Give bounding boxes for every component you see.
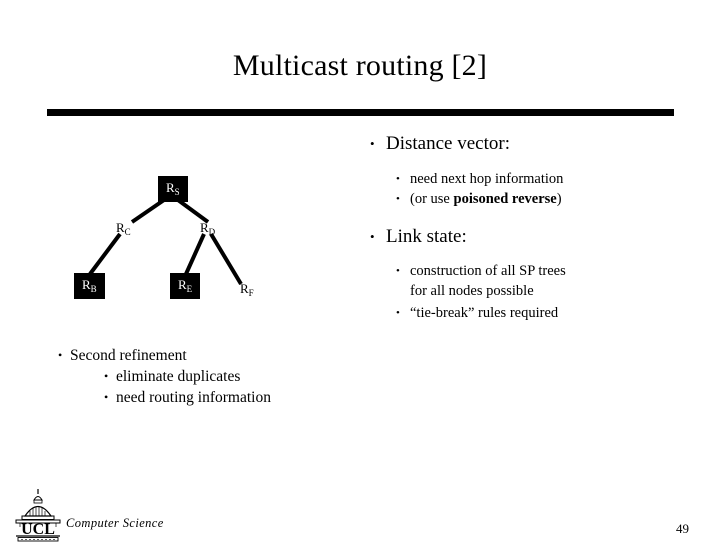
- sub-bullet-sp-trees-line2: for all nodes possible: [410, 283, 534, 299]
- sub-bullet-text-before: (or use: [410, 191, 454, 207]
- tree-node-rs-label: R: [166, 180, 175, 195]
- bullet-link-state-label: Link state:: [386, 226, 467, 247]
- ucl-dome-logo-icon: UCL: [12, 487, 64, 543]
- bullet-glyph: •: [104, 369, 109, 383]
- bullet-glyph: •: [396, 173, 400, 185]
- tree-edge-rd-re: [184, 233, 206, 275]
- sub-bullet-eliminate-duplicates-label: eliminate duplicates: [116, 368, 241, 385]
- tree-edges-svg: [88, 198, 243, 286]
- sub-bullet-text-after: ): [556, 191, 562, 207]
- sub-bullet-need-next-hop: • need next hop information: [356, 169, 563, 189]
- tree-node-rc[interactable]: RC: [116, 220, 131, 238]
- tree-node-rd[interactable]: RD: [200, 220, 216, 238]
- bullet-distance-vector: • Distance vector:: [356, 131, 510, 156]
- sub-bullet-sp-trees-line1: construction of all SP trees: [410, 263, 566, 279]
- tree-node-re-subscript: E: [186, 284, 193, 294]
- sub-bullet-eliminate-duplicates: • eliminate duplicates: [58, 366, 358, 387]
- bullet-second-refinement-label: Second refinement: [70, 347, 187, 364]
- bullet-glyph: •: [58, 348, 63, 362]
- sub-bullet-need-next-hop-label: need next hop information: [410, 171, 564, 187]
- tree-node-rf-subscript: F: [248, 288, 254, 298]
- tree-node-re[interactable]: RE: [170, 273, 201, 299]
- bullet-glyph: •: [370, 136, 375, 151]
- tree-node-rs-subscript: S: [174, 187, 180, 197]
- tree-edge-rs-rc: [130, 198, 166, 224]
- tree-edge-rd-rf: [209, 232, 243, 286]
- tree-node-rd-label: R: [200, 220, 209, 235]
- footer-department-label: Computer Science: [66, 516, 164, 530]
- sub-bullet-tie-break: • “tie-break” rules required: [356, 303, 558, 323]
- sub-bullet-need-routing-information-label: need routing information: [116, 389, 271, 406]
- sub-bullet-emphasis-poisoned-reverse: poisoned reverse: [453, 191, 557, 207]
- tree-node-rb-subscript: B: [90, 284, 97, 294]
- lower-left-bullet-list: • Second refinement • eliminate duplicates…: [58, 345, 358, 408]
- tree-edge-rc-rb: [88, 232, 122, 276]
- title-divider-rule: [47, 109, 674, 116]
- bullet-glyph: •: [104, 390, 109, 404]
- tree-node-rs[interactable]: RS: [158, 176, 188, 202]
- sub-bullet-tie-break-label: “tie-break” rules required: [410, 305, 559, 321]
- tree-node-rf-label: R: [240, 281, 249, 296]
- ucl-logo-text: UCL: [21, 521, 55, 538]
- tree-edge-rs-rd: [176, 198, 210, 224]
- tree-node-rb-label: R: [82, 277, 91, 292]
- bullet-glyph: •: [370, 229, 375, 244]
- page-number: 49: [676, 521, 689, 536]
- tree-node-re-label: R: [178, 277, 187, 292]
- bullet-glyph: •: [396, 193, 400, 205]
- bullet-glyph: •: [396, 307, 400, 319]
- bullet-distance-vector-label: Distance vector:: [386, 133, 510, 154]
- bullet-link-state: • Link state:: [356, 224, 467, 249]
- sub-bullet-need-routing-information: • need routing information: [58, 387, 358, 408]
- multicast-tree-diagram: RS RC RD RB RE RF: [60, 170, 310, 310]
- tree-node-rf[interactable]: RF: [240, 281, 254, 299]
- tree-node-rc-subscript: C: [124, 227, 131, 237]
- sub-bullet-sp-trees: • construction of all SP trees for all no…: [356, 261, 566, 301]
- page-title: Multicast routing [2]: [232, 49, 488, 82]
- tree-node-rd-subscript: D: [208, 227, 216, 237]
- tree-node-rb[interactable]: RB: [74, 273, 105, 299]
- sub-bullet-poisoned-reverse: • (or use poisoned reverse): [356, 189, 562, 209]
- bullet-glyph: •: [396, 265, 400, 277]
- bullet-second-refinement: • Second refinement: [58, 345, 358, 366]
- tree-node-rc-label: R: [116, 220, 125, 235]
